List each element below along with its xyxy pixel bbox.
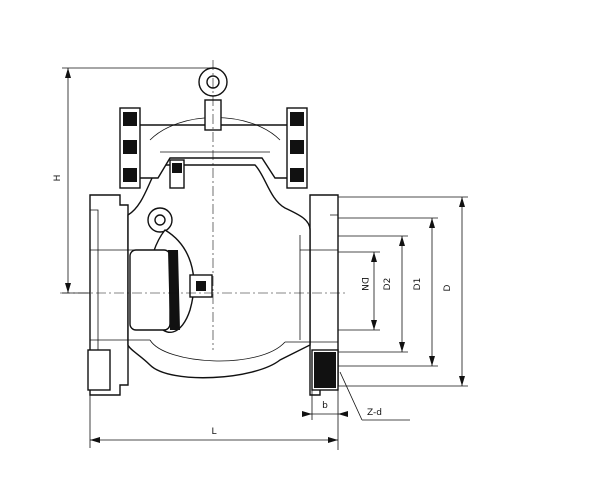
dimension-D: D [338,196,468,387]
dimension-H: H [53,67,213,294]
label-Zd: Z-d [367,408,382,418]
label-L: L [211,427,216,437]
cover-bolt-right [286,107,308,189]
label-b: b [322,401,328,411]
label-D2: D2 [383,278,393,291]
dimension-DN: DN [338,251,380,331]
dimension-b: b [302,390,348,450]
dimension-D1: D1 [338,217,438,367]
label-H: H [53,175,63,182]
valve-bonnet [129,67,301,179]
dimension-D2: D2 [338,235,408,353]
dimension-L: L [89,395,338,448]
leader-Zd: Z-d [339,371,410,421]
label-DN: DN [359,277,369,291]
valve-disc [129,159,213,333]
cover-bolt-left [119,107,141,189]
label-D: D [443,284,453,291]
label-D1: D1 [413,278,423,291]
